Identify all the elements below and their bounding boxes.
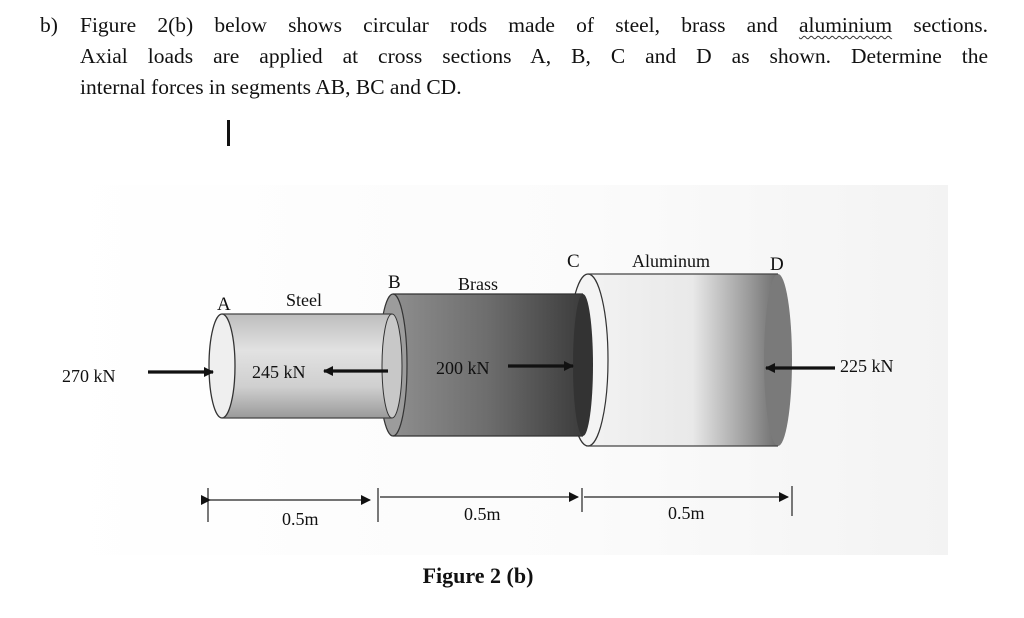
dimension-lines [201,486,793,522]
length-cd-label: 0.5m [668,503,705,523]
question-label: b) [40,13,58,37]
length-ab-label: 0.5m [282,509,319,529]
point-a-label: A [217,294,231,315]
length-bc-label: 0.5m [464,504,501,524]
point-b-label: B [388,272,401,293]
spellcheck-word: aluminium [798,13,893,37]
brass-label: Brass [458,274,498,294]
question-line-1-start: Figure 2(b) below shows circular rods ma… [80,13,778,37]
question-line-3: internal forces in segments AB, BC and C… [80,75,462,99]
left-load-label: 270 kN [62,366,116,386]
figure-caption: Figure 2 (b) [0,563,1024,589]
figure-caption-text: Figure 2 (b) [422,563,534,588]
steel-rod [208,313,403,419]
steel-label: Steel [286,290,322,310]
question-line-1-end: sections. [913,13,988,37]
text-cursor [227,120,230,146]
load-c-label: 200 kN [436,358,490,378]
aluminum-label: Aluminum [632,251,710,271]
question-text: Figure 2(b) below shows circular rods ma… [80,10,988,103]
point-c-label: C [567,251,580,272]
point-d-label: D [770,254,784,275]
load-arrows [148,361,835,377]
right-load-label: 225 kN [840,356,894,376]
aluminum-rod [567,273,792,447]
question-line-2: Axial loads are applied at cross section… [80,44,988,68]
load-b-label: 245 kN [252,362,306,382]
question-line-1: Figure 2(b) below shows circular rods ma… [80,10,988,41]
